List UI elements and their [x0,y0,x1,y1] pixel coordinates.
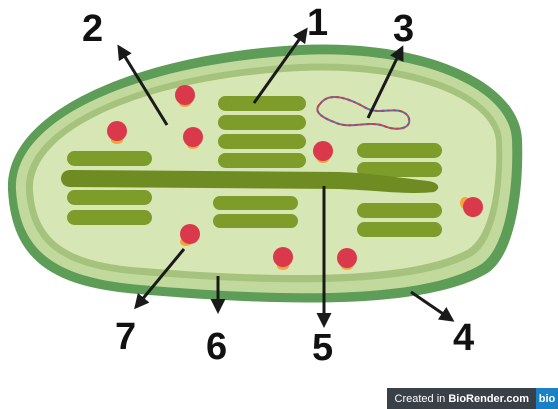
arrow-4 [411,292,452,320]
watermark-text: Created in BioRender.com [387,393,537,405]
label-4: 4 [453,317,474,359]
thylakoid [67,210,152,225]
biorender-logo-icon: bio [536,388,558,409]
label-2: 2 [82,8,103,50]
watermark-prefix: Created in [395,393,449,405]
thylakoid [67,190,152,205]
thylakoid [357,143,442,158]
label-6: 6 [206,326,227,368]
watermark-brand: BioRender.com [448,393,529,405]
thylakoid [218,96,306,111]
label-1: 1 [307,2,328,44]
biorender-watermark: Created in BioRender.com bio [387,388,558,409]
thylakoid [213,214,298,228]
thylakoid [67,151,152,166]
label-5: 5 [312,327,333,369]
thylakoid [218,153,306,168]
thylakoid [218,134,306,149]
thylakoid [357,222,442,237]
thylakoid [218,115,306,130]
thylakoid [357,203,442,218]
thylakoid [213,196,298,210]
label-3: 3 [393,8,414,50]
label-7: 7 [115,316,136,358]
